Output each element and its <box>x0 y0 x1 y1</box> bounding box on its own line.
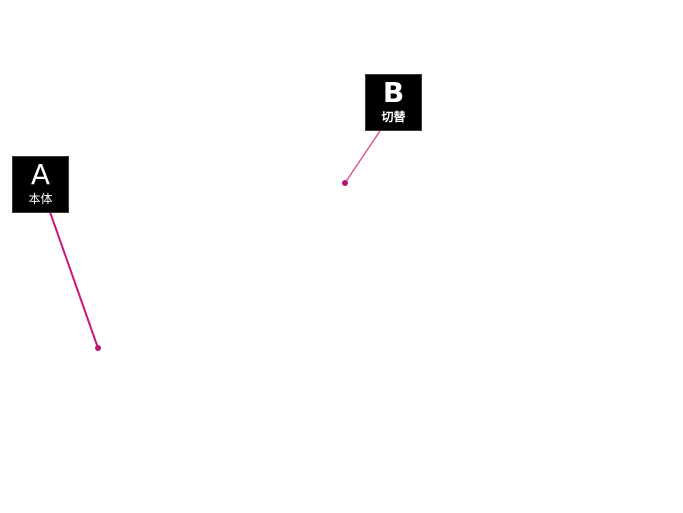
callout-b-label: 切替 <box>381 110 406 124</box>
pointer-dot-a <box>95 345 101 351</box>
callout-a-label: 本体 <box>28 192 53 206</box>
callout-b: B 切替 <box>365 74 422 131</box>
leader-line-b <box>344 130 381 184</box>
callout-a: A 本体 <box>12 156 69 213</box>
leader-line-a <box>49 211 99 349</box>
pointer-dot-b <box>342 180 348 186</box>
callout-b-letter: B <box>382 76 405 109</box>
callout-a-letter: A <box>30 158 51 191</box>
